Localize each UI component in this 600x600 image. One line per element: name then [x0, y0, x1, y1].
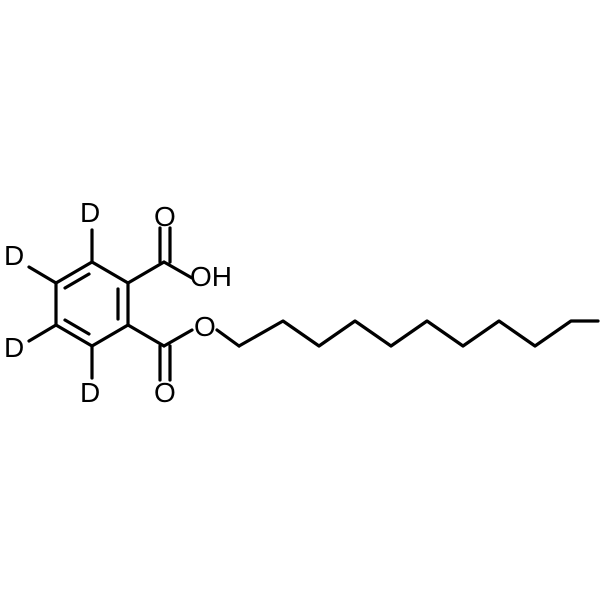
- ring-bond: [54, 323, 94, 348]
- ring-bond: [54, 260, 94, 285]
- ester-oxygen-bond: [162, 328, 194, 348]
- deuterium-bond: [27, 265, 58, 285]
- carbonyl-oxygen-label-bottom: O: [154, 377, 176, 408]
- deuterium-label-upper-left: D: [4, 240, 24, 271]
- deuterium-bond: [27, 323, 58, 343]
- aromatic-inner-bond: [63, 272, 91, 290]
- deuterium-label-lower-left: D: [4, 332, 24, 363]
- carbonyl-oxygen-label-top: O: [154, 201, 176, 232]
- aromatic-inner-bond: [63, 318, 91, 336]
- decyl-chain: [237, 319, 600, 348]
- ring-bond: [90, 260, 130, 285]
- deuterium-label-bottom: D: [80, 377, 100, 408]
- deuterium-label-top: D: [80, 197, 100, 228]
- ester-oxygen-bond: [215, 328, 241, 348]
- ester-oxygen-label: O: [194, 311, 216, 342]
- ester-carbon-bond: [126, 323, 166, 348]
- hydroxyl-label: OH: [190, 261, 232, 292]
- carboxyl-bond: [126, 260, 166, 285]
- ring-bond: [90, 323, 130, 348]
- hydroxyl-bond: [162, 260, 194, 280]
